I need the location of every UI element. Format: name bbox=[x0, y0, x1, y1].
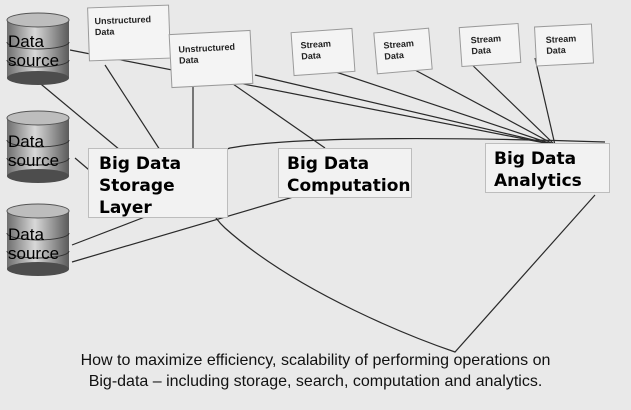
connector-stream4-analytics bbox=[464, 57, 556, 146]
data-source-label: Data source bbox=[8, 225, 60, 263]
unstructured-data-note-1: Unstructured Data bbox=[87, 4, 171, 62]
note-label: Stream Data bbox=[300, 38, 332, 62]
analytics-box: Big Data Analytics bbox=[485, 143, 610, 193]
data-source-3: Data source bbox=[5, 203, 71, 277]
storage-layer-label: Big Data Storage Layer bbox=[99, 154, 182, 218]
data-source-1: Data source bbox=[5, 12, 71, 86]
stream-data-note-4: Stream Data bbox=[533, 23, 595, 67]
connector-source3-storage bbox=[71, 214, 151, 246]
note-label: Stream Data bbox=[545, 33, 577, 56]
connector-stream1-analytics bbox=[254, 74, 556, 146]
note-label: Unstructured Data bbox=[178, 41, 236, 66]
database-icon bbox=[6, 110, 70, 183]
computation-box: Big Data Computation bbox=[278, 148, 412, 198]
storage-layer-box: Big Data Storage Layer bbox=[88, 148, 228, 218]
note-label: Stream Data bbox=[383, 38, 415, 62]
stream-data-note-1: Stream Data bbox=[290, 27, 356, 77]
database-icon bbox=[6, 12, 70, 85]
stream-data-note-2: Stream Data bbox=[373, 27, 433, 75]
data-source-label: Data source bbox=[8, 32, 60, 70]
analytics-label: Big Data Analytics bbox=[494, 149, 582, 191]
unstructured-data-note-2: Unstructured Data bbox=[168, 29, 254, 89]
stream-data-note-3: Stream Data bbox=[458, 22, 522, 68]
connector-stream5-analytics bbox=[534, 57, 556, 146]
database-icon bbox=[6, 203, 70, 276]
connector-source1-storage bbox=[29, 74, 121, 151]
note-label: Unstructured Data bbox=[94, 14, 152, 38]
connector-source3-computation bbox=[71, 194, 301, 263]
connector-stream2-analytics bbox=[329, 69, 556, 146]
data-source-label: Data source bbox=[8, 132, 60, 170]
note-label: Stream Data bbox=[470, 33, 502, 57]
connector-stream3-analytics bbox=[399, 61, 556, 146]
data-source-2: Data source bbox=[5, 110, 71, 184]
computation-label: Big Data Computation bbox=[287, 154, 411, 196]
diagram-caption: How to maximize efficiency, scalability … bbox=[80, 352, 551, 390]
connector-unstructured1-storage bbox=[104, 64, 161, 151]
connector-source1-analytics bbox=[69, 49, 556, 146]
